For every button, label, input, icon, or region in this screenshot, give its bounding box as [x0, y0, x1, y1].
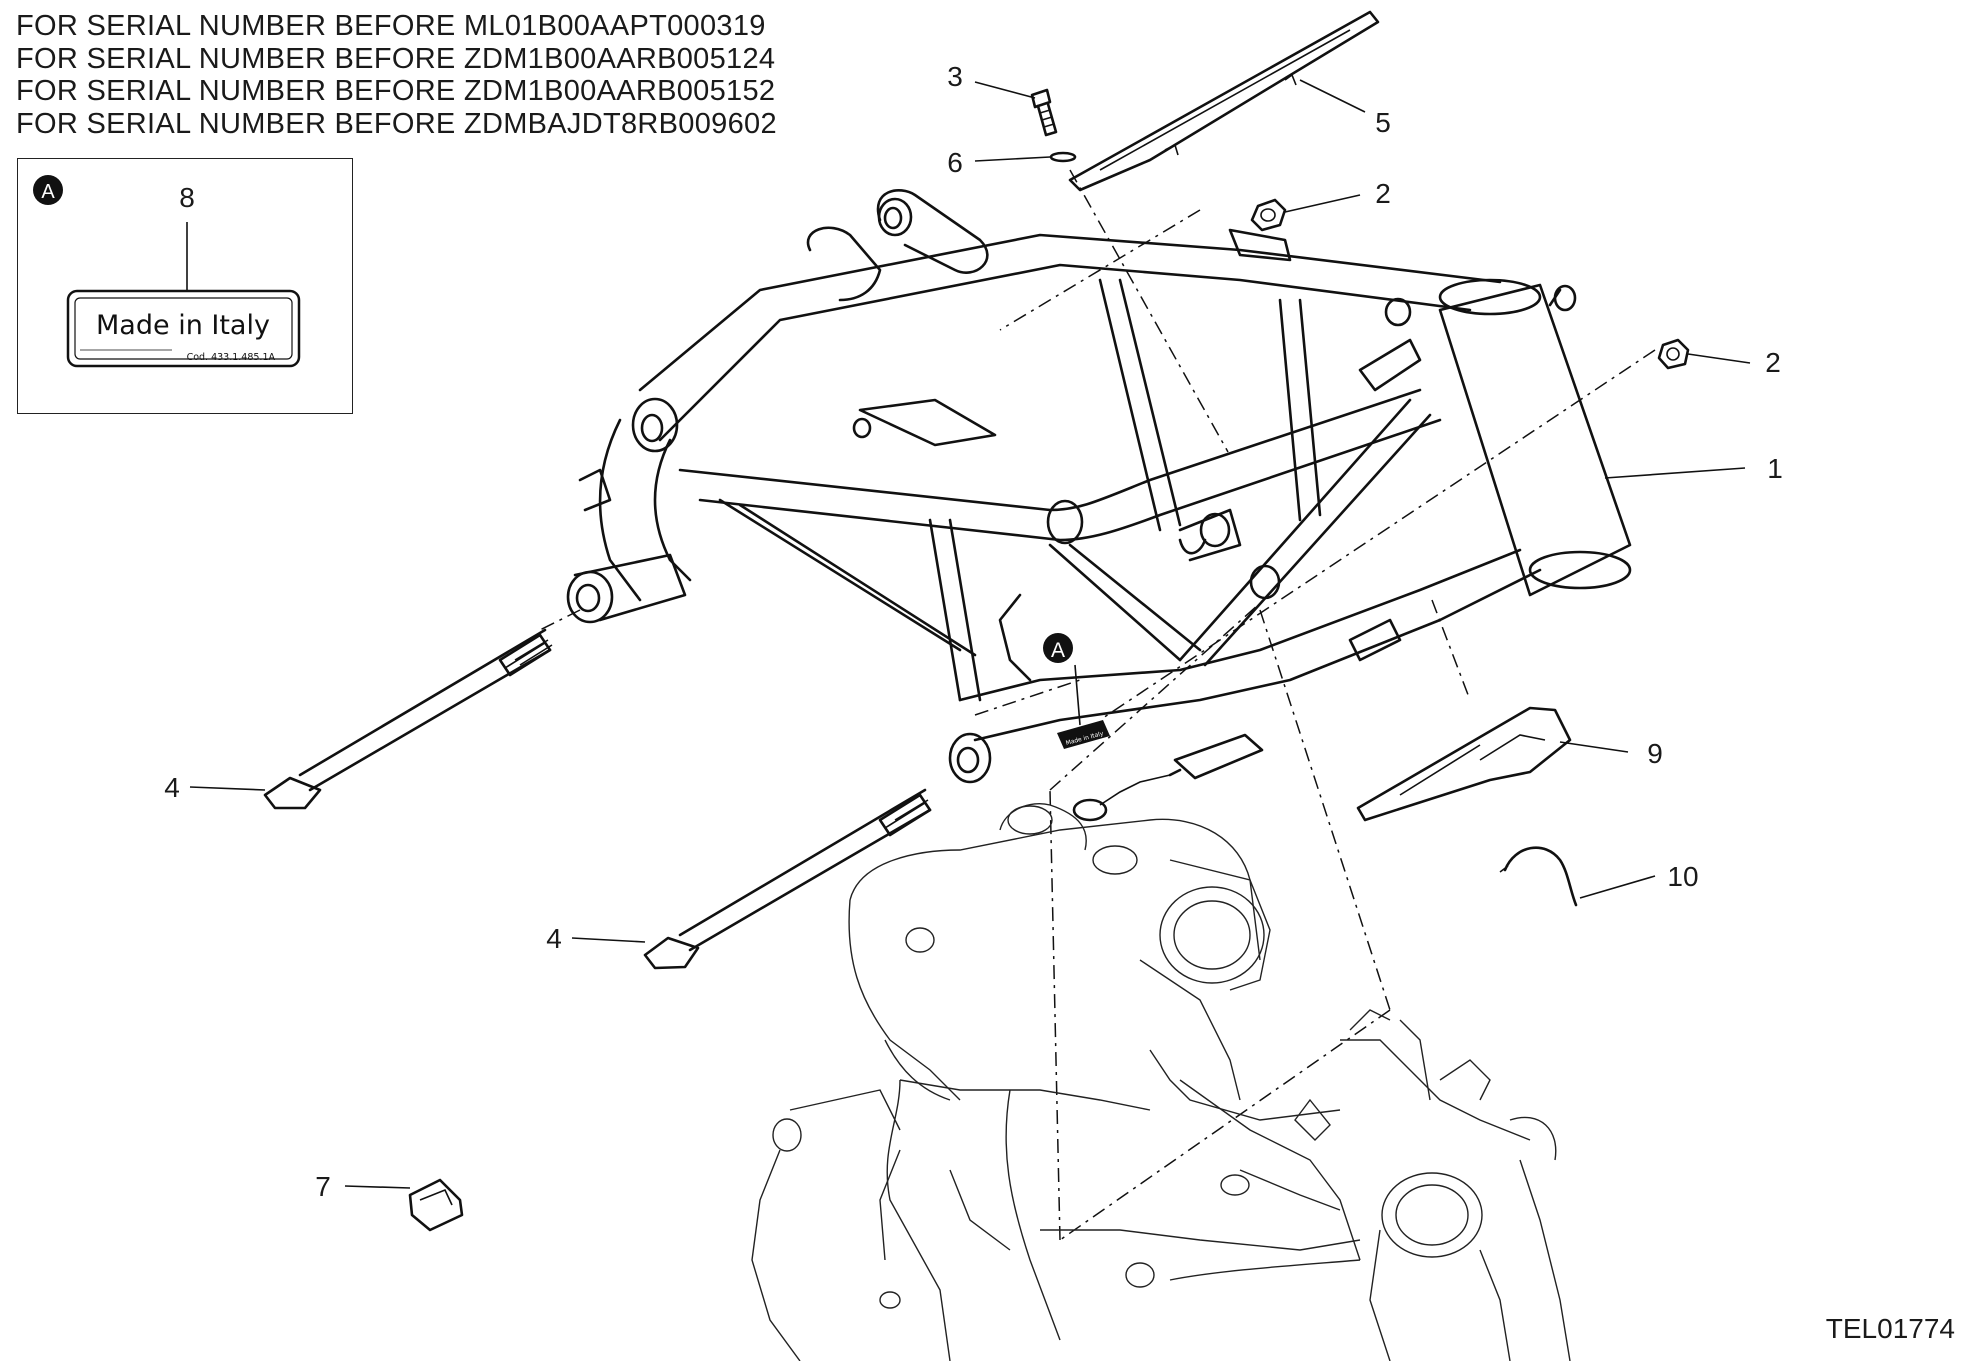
long-bolt-upper — [263, 628, 553, 810]
callout-2: 2 — [1765, 347, 1781, 378]
label-code: Cod. 433.1.485.1A — [187, 352, 276, 363]
long-bolt-lower — [643, 788, 932, 970]
leader-lines — [189, 79, 1751, 1189]
callout-1: 1 — [1767, 453, 1783, 484]
frame-label-marker: A Made in Italy — [1043, 633, 1110, 749]
serial-note: FOR SERIAL NUMBER BEFORE ZDM1B00AARB0051… — [16, 42, 776, 75]
assembly-axes — [539, 169, 1656, 1241]
nut-2-right — [1657, 338, 1690, 370]
callout-7: 7 — [315, 1171, 331, 1202]
callout-5: 5 — [1375, 107, 1391, 138]
callout-8: 8 — [179, 182, 195, 213]
label-inner-border — [74, 297, 293, 360]
callout-9: 9 — [1647, 738, 1663, 769]
cover-9 — [1356, 706, 1572, 822]
made-in-italy-label — [66, 289, 301, 368]
engine-block — [751, 803, 1571, 1361]
callout-10: 10 — [1667, 861, 1698, 892]
serial-note: FOR SERIAL NUMBER BEFORE ZDM1B00AARB0051… — [16, 75, 776, 107]
callout-3: 3 — [947, 61, 963, 92]
top-plate — [1068, 10, 1380, 192]
drawing-code: TEL01774 — [1825, 1313, 1955, 1344]
trellis-frame — [566, 189, 1632, 784]
grommet-7 — [408, 1178, 464, 1232]
frame-marker-letter: A — [1051, 639, 1065, 662]
inset-badge-circle — [33, 175, 63, 205]
inset-detail-box — [17, 158, 353, 414]
callout-2: 2 — [1375, 178, 1391, 209]
clamp-10 — [1499, 846, 1578, 907]
serial-note: FOR SERIAL NUMBER BEFORE ZDMBAJDT8RB0096… — [16, 107, 777, 140]
inset-content: A 8 Made in Italy Cod. 433.1.485.1A — [33, 175, 301, 368]
nut-2-upper — [1250, 198, 1287, 232]
bolt-3 — [1030, 88, 1058, 137]
serial-note: FOR SERIAL NUMBER BEFORE ML01B00AAPT0003… — [16, 10, 766, 42]
sensor-connector — [1072, 733, 1264, 822]
serial-notes: FOR SERIAL NUMBER BEFORE ML01B00AAPT0003… — [16, 10, 777, 140]
frame-sticker — [1057, 720, 1110, 749]
callouts: 1 2 2 3 4 4 5 6 7 9 10 — [164, 61, 1783, 1202]
washer-6 — [1049, 151, 1077, 163]
callout-6: 6 — [947, 147, 963, 178]
inset-badge-letter: A — [41, 181, 55, 203]
callout-4: 4 — [164, 772, 180, 803]
label-text: Made in Italy — [96, 310, 270, 341]
callout-4: 4 — [546, 923, 562, 954]
